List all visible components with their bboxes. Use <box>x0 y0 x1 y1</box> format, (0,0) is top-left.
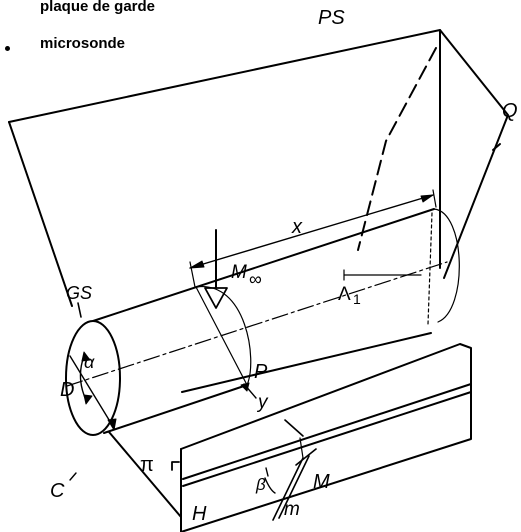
label-c: C <box>50 480 65 502</box>
label-lambda-sub: 1 <box>353 291 361 307</box>
diameter-arrow-bottom <box>107 418 117 431</box>
dimension-x-arrow-right <box>420 194 434 203</box>
beta-tick <box>265 467 269 477</box>
label-p: P <box>254 361 268 383</box>
dimension-x-ext-left <box>189 261 196 288</box>
gs-leader <box>77 302 82 318</box>
cylinder-top-edge <box>92 208 435 322</box>
plate-pi-front-edge <box>108 431 182 518</box>
plate-pi-rear-edge <box>181 332 432 393</box>
plane-q-outline <box>439 29 509 279</box>
label-alpha: α <box>84 352 95 372</box>
label-mach-infinity-sub: ∞ <box>249 269 262 289</box>
microprobe-cross-2 <box>284 419 304 437</box>
microprobe-cross-1 <box>295 448 317 466</box>
plane-ps-outline <box>8 29 441 269</box>
label-x: x <box>291 216 303 238</box>
cylinder-mid-section <box>195 286 252 386</box>
c-leader <box>69 472 77 481</box>
label-y: y <box>256 392 269 413</box>
label-m-upper: M <box>313 471 330 493</box>
ramp-ridge-line <box>182 383 472 480</box>
cylinder-rear-end-hidden <box>427 212 433 325</box>
alpha-arrow-top <box>81 351 91 362</box>
plane-q-tick <box>492 143 501 151</box>
microprobe-m-rod-2 <box>272 457 304 521</box>
diameter-line <box>69 355 115 429</box>
cylinder-axis <box>66 261 448 387</box>
label-m-lower: m <box>284 499 300 520</box>
cylinder-rear-end <box>433 208 460 323</box>
label-pi: π <box>140 454 154 476</box>
plane-ps-bottom-edge <box>8 121 73 307</box>
label-beta: β <box>255 475 266 494</box>
microprobe-m-rod-1 <box>278 455 310 519</box>
label-q: Q <box>502 100 518 122</box>
dimension-x-line <box>189 194 434 269</box>
probe-y-head <box>240 382 250 392</box>
ramp-lower-line <box>182 391 472 487</box>
freestream-arrow-head <box>204 287 228 309</box>
dimension-x-ext-right <box>432 189 437 208</box>
caption-guard-plate: plaque de garde <box>40 0 156 15</box>
label-h: H <box>192 503 207 525</box>
hidden-dashed-edge <box>357 47 437 251</box>
label-ps: PS <box>318 7 345 29</box>
label-mach-infinity: M <box>231 262 247 283</box>
angle-beta-arc <box>264 477 276 494</box>
label-d: D <box>60 379 74 401</box>
caption-microprobe: microsonde <box>40 35 126 52</box>
caption-bullet <box>5 46 10 51</box>
ramp-outline <box>180 343 472 532</box>
corner-step <box>171 461 180 471</box>
dimension-x-arrow-left <box>189 260 205 269</box>
microprobe-guide-line <box>299 437 304 459</box>
label-gs: GS <box>66 283 92 303</box>
alpha-arrow-bottom <box>83 394 93 405</box>
label-lambda: Λ <box>338 284 351 305</box>
cylinder-mid-section-hidden <box>195 286 247 384</box>
cylinder-bottom-edge <box>103 384 248 434</box>
